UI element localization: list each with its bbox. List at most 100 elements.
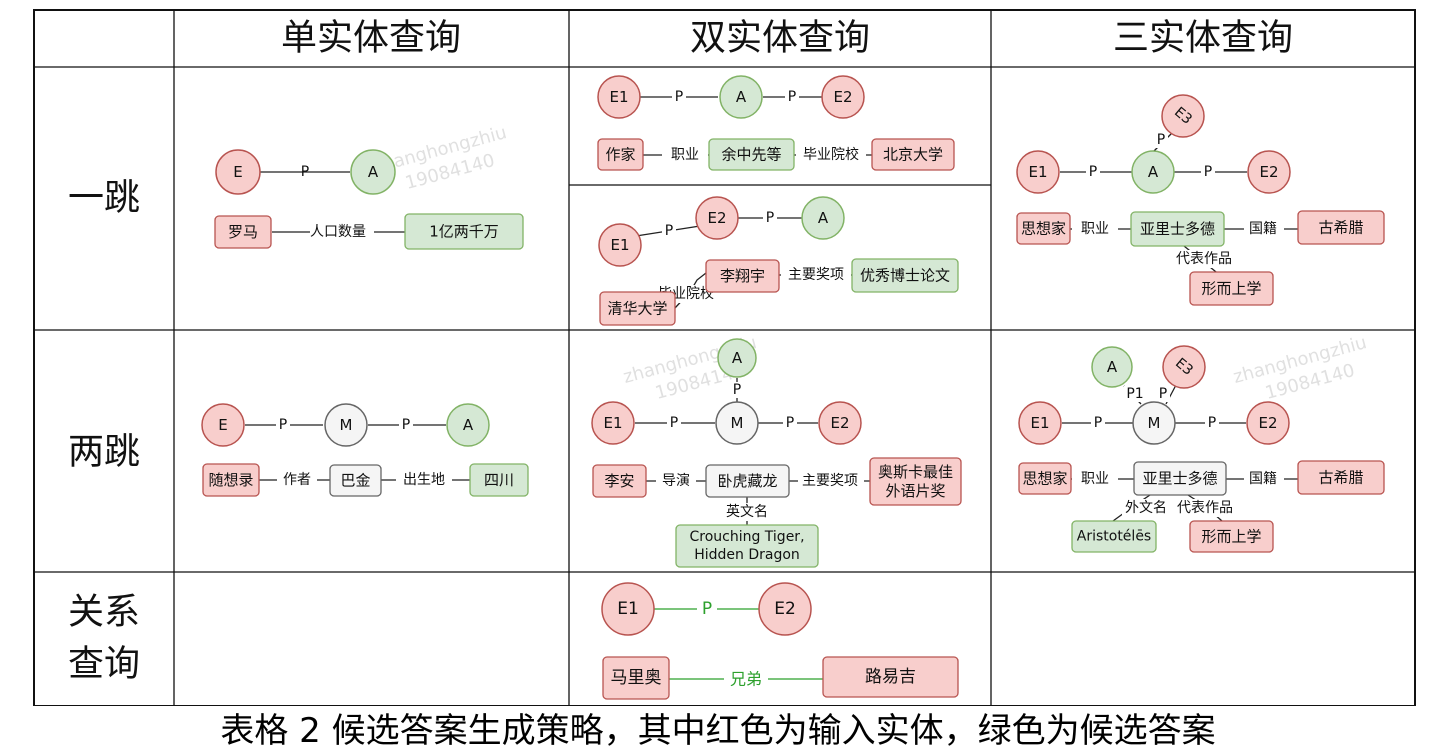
ohda-node-a-label: A (736, 88, 747, 106)
tht-fact-pred2-bg (1244, 470, 1284, 488)
tht-node-e1 (1018, 401, 1062, 445)
ohda-fact-subject-label: 作家 (605, 146, 635, 164)
tht-edge-3-p: P1 (1126, 386, 1143, 402)
ohdb-fact-subject-label: 清华大学 (607, 300, 667, 318)
tht-fact-subject (1018, 462, 1072, 495)
ohdb-fact-subject (599, 291, 676, 326)
thd-fact-pred1-bg (656, 472, 696, 490)
thd-node-e2 (818, 401, 862, 445)
ths-node-a (446, 403, 490, 447)
tht-edge-2-p: P (1208, 415, 1216, 431)
oht-fact-third (1189, 271, 1274, 306)
rel-fact-rel-bg (724, 668, 768, 690)
ths-node-m (324, 403, 368, 447)
table-caption: 表格 2 候选答案生成策略，其中红色为输入实体，绿色为候选答案 (220, 711, 1216, 751)
rel-node-e1-label: E1 (617, 599, 639, 619)
ohdb-node-e1-label: E1 (610, 236, 629, 254)
tht-edge-4-bg (1156, 386, 1170, 402)
thd-node-a (717, 338, 757, 378)
ohdb-node-a (801, 196, 845, 240)
column-header-0: 单实体查询 (281, 18, 461, 59)
thd-node-e1-label: E1 (603, 414, 622, 432)
oht-fact-object-label: 古希腊 (1318, 219, 1363, 237)
ohdb-fact-pred2-bg (781, 266, 851, 284)
ths-edge-2-p: P (402, 417, 410, 433)
rel-fact-object-label: 路易吉 (865, 667, 916, 687)
ohda-fact-object (871, 138, 955, 171)
thd-fact-object-label: 外语片奖 (885, 482, 945, 500)
oht-edge-1-bg (1086, 163, 1100, 181)
tht-node-e2 (1246, 401, 1290, 445)
ohda-fact-object-label: 北京大学 (883, 146, 943, 164)
tht-edge-3-bg (1124, 386, 1146, 402)
oht-fact-pred2-bg (1244, 220, 1284, 238)
rel-node-e2 (758, 582, 812, 636)
ohs-fact-subject-label: 罗马 (228, 223, 258, 241)
thd-fact-subject (592, 464, 647, 498)
tht-fact-pred1: 职业 (1081, 471, 1109, 487)
thd-node-e2-label: E2 (830, 414, 849, 432)
column-header-2: 三实体查询 (1113, 18, 1293, 59)
ohs-fact-subject (214, 215, 272, 249)
rel-node-e2-label: E2 (774, 599, 796, 619)
oht-node-a-label: A (1148, 163, 1159, 181)
ohs-node-a-label: A (368, 163, 379, 181)
ohda-fact-pred2-bg (796, 146, 866, 164)
ohda-node-a (719, 75, 763, 119)
thd-fact-answer-label: Crouching Tiger, (689, 529, 804, 545)
tht-fact-pred3-bg (1122, 499, 1172, 517)
ohs-node-e (215, 149, 261, 195)
ths-fact-answer-label: 四川 (484, 471, 514, 489)
ohda-edge-2-p: P (788, 89, 796, 105)
oht-fact-subject-label: 思想家 (1021, 220, 1066, 238)
ohda-node-e1-label: E1 (609, 88, 628, 106)
column-header-1: 双实体查询 (690, 18, 870, 59)
tht-fact-middle (1133, 461, 1227, 496)
oht-node-e1-label: E1 (1028, 163, 1047, 181)
oht-node-e2 (1247, 150, 1291, 194)
oht-node-e1 (1016, 150, 1060, 194)
ohda-node-e2-label: E2 (833, 88, 852, 106)
ohda-fact-pred2: 毕业院校 (803, 146, 859, 163)
thd-edge-2-p: P (786, 415, 794, 431)
ths-fact-middle (329, 464, 382, 497)
oht-fact-pred3-bg (1170, 250, 1240, 268)
ohdb-edge-1-bg (662, 222, 676, 240)
ths-fact-answer (469, 463, 529, 497)
ohdb-node-e2 (695, 196, 739, 240)
ohs-fact-pred-bg (310, 222, 374, 242)
ths-node-e-label: E (218, 416, 227, 434)
thd-fact-middle (705, 464, 790, 498)
strategy-table-diagram: 单实体查询双实体查询三实体查询一跳两跳关系查询zhanghongzhiu1908… (33, 9, 1416, 706)
oht-edge-3-p: P (1157, 132, 1165, 148)
tht-fact-object-label: 古希腊 (1318, 469, 1363, 487)
oht-edge-2-bg (1201, 163, 1215, 181)
ohda-fact-subject (597, 138, 644, 171)
tht-node-a (1091, 346, 1133, 388)
tht-fact-pred3: 外文名 (1125, 500, 1167, 516)
tht-fact-answer-label: Aristotélēs (1077, 529, 1151, 545)
thd-fact-object-label: 奥斯卡最佳 (878, 463, 953, 481)
thd-fact-pred3: 英文名 (726, 503, 768, 520)
tht-node-m-label: M (1148, 414, 1161, 432)
ohda-fact-answer-label: 余中先等 (721, 146, 781, 164)
oht-fact-pred3: 代表作品 (1176, 251, 1232, 267)
thd-fact-answer-label: Hidden Dragon (694, 547, 800, 563)
thd-node-a-label: A (732, 349, 743, 367)
rel-node-e1 (601, 582, 655, 636)
thd-fact-middle-label: 卧虎藏龙 (717, 472, 777, 490)
ohdb-fact-middle (705, 259, 780, 293)
oht-fact-object (1297, 210, 1385, 245)
thd-edge-2-bg (783, 414, 797, 432)
oht-fact-answer-label: 亚里士多德 (1140, 220, 1215, 238)
row-header-relation-line-1: 查询 (68, 644, 140, 685)
ohdb-fact-middle-label: 李翔宇 (720, 267, 765, 285)
ohs-node-a (350, 149, 396, 195)
oht-fact-subject (1016, 212, 1071, 245)
thd-fact-subject-label: 李安 (604, 472, 634, 490)
tht-fact-middle-label: 亚里士多德 (1142, 470, 1217, 488)
ths-fact-pred2-bg (396, 471, 452, 489)
tht-node-e1-label: E1 (1030, 414, 1049, 432)
tht-node-e3 (1162, 345, 1206, 389)
tht-edge-4-p: P (1159, 386, 1167, 402)
